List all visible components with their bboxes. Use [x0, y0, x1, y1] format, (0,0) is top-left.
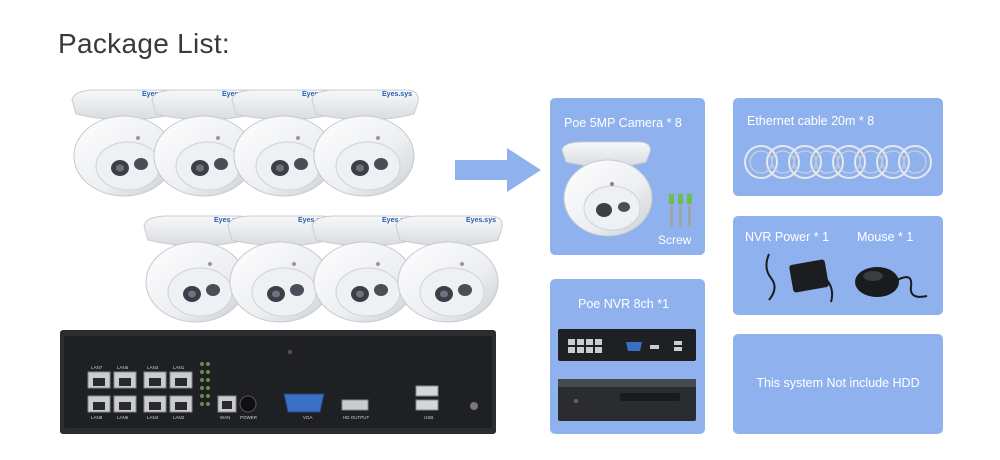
nvr-card: Poe NVR 8ch *1 [550, 279, 705, 434]
lan-label: LAN8 [91, 415, 103, 420]
lan-label: LAN7 [91, 365, 103, 370]
camera-image: Eyes.sys [306, 86, 422, 198]
page-title: Package List: [58, 28, 230, 59]
camera-image: Eyes.sys [390, 212, 506, 324]
camera-image: Eyes.sys [138, 212, 254, 324]
screw-icon [669, 194, 692, 227]
nvr-power-label: NVR Power * 1 [745, 230, 830, 244]
nvr-front-image [558, 379, 696, 421]
lan-label: LAN5 [117, 365, 129, 370]
lan-label: LAN3 [147, 365, 159, 370]
hdd-note-card: This system Not include HDD [733, 334, 943, 434]
usb-label: USB [424, 415, 433, 420]
accessories-card: NVR Power * 1 Mouse * 1 [733, 216, 943, 315]
power-label: POWER [240, 415, 258, 420]
wan-label: WAN [220, 415, 230, 420]
camera-card-label: Poe 5MP Camera * 8 [564, 116, 682, 130]
power-adapter-icon [765, 253, 834, 303]
camera-image [561, 141, 653, 237]
lan-label: LAN1 [173, 365, 185, 370]
arrow-right-icon [455, 148, 541, 192]
hd-output-label: HD OUTPUT [343, 415, 369, 420]
nvr-back-image [558, 329, 696, 361]
brand-label: Eyes.sys [214, 217, 244, 224]
nvr-card-label: Poe NVR 8ch *1 [578, 297, 670, 311]
brand-label: Eyes.sys [466, 217, 496, 224]
mouse-label: Mouse * 1 [857, 230, 914, 244]
screw-label: Screw [658, 233, 692, 247]
hdd-note-text: This system Not include HDD [756, 376, 920, 390]
nvr-back-panel: LAN7 LAN5 LAN3 LAN1 LAN8 LAN6 LAN4 LAN2 … [60, 330, 496, 434]
camera-image: Eyes.sys [306, 212, 422, 324]
lan-label: LAN6 [117, 415, 129, 420]
mouse-icon [855, 267, 928, 298]
lan-label: LAN4 [147, 415, 159, 420]
camera-card: Poe 5MP Camera * 8 Screw [550, 98, 705, 255]
brand-label: Eyes.sys [382, 217, 412, 224]
camera-image: Eyes.sys [222, 212, 338, 324]
ethernet-card-label: Ethernet cable 20m * 8 [747, 114, 875, 128]
ethernet-card: Ethernet cable 20m * 8 [733, 98, 943, 196]
lan-label: LAN2 [173, 415, 185, 420]
brand-label: Eyes.sys [298, 217, 328, 224]
vga-label: VGA [303, 415, 313, 420]
ethernet-cable-icon [744, 145, 932, 179]
brand-label: Eyes.sys [382, 91, 412, 98]
